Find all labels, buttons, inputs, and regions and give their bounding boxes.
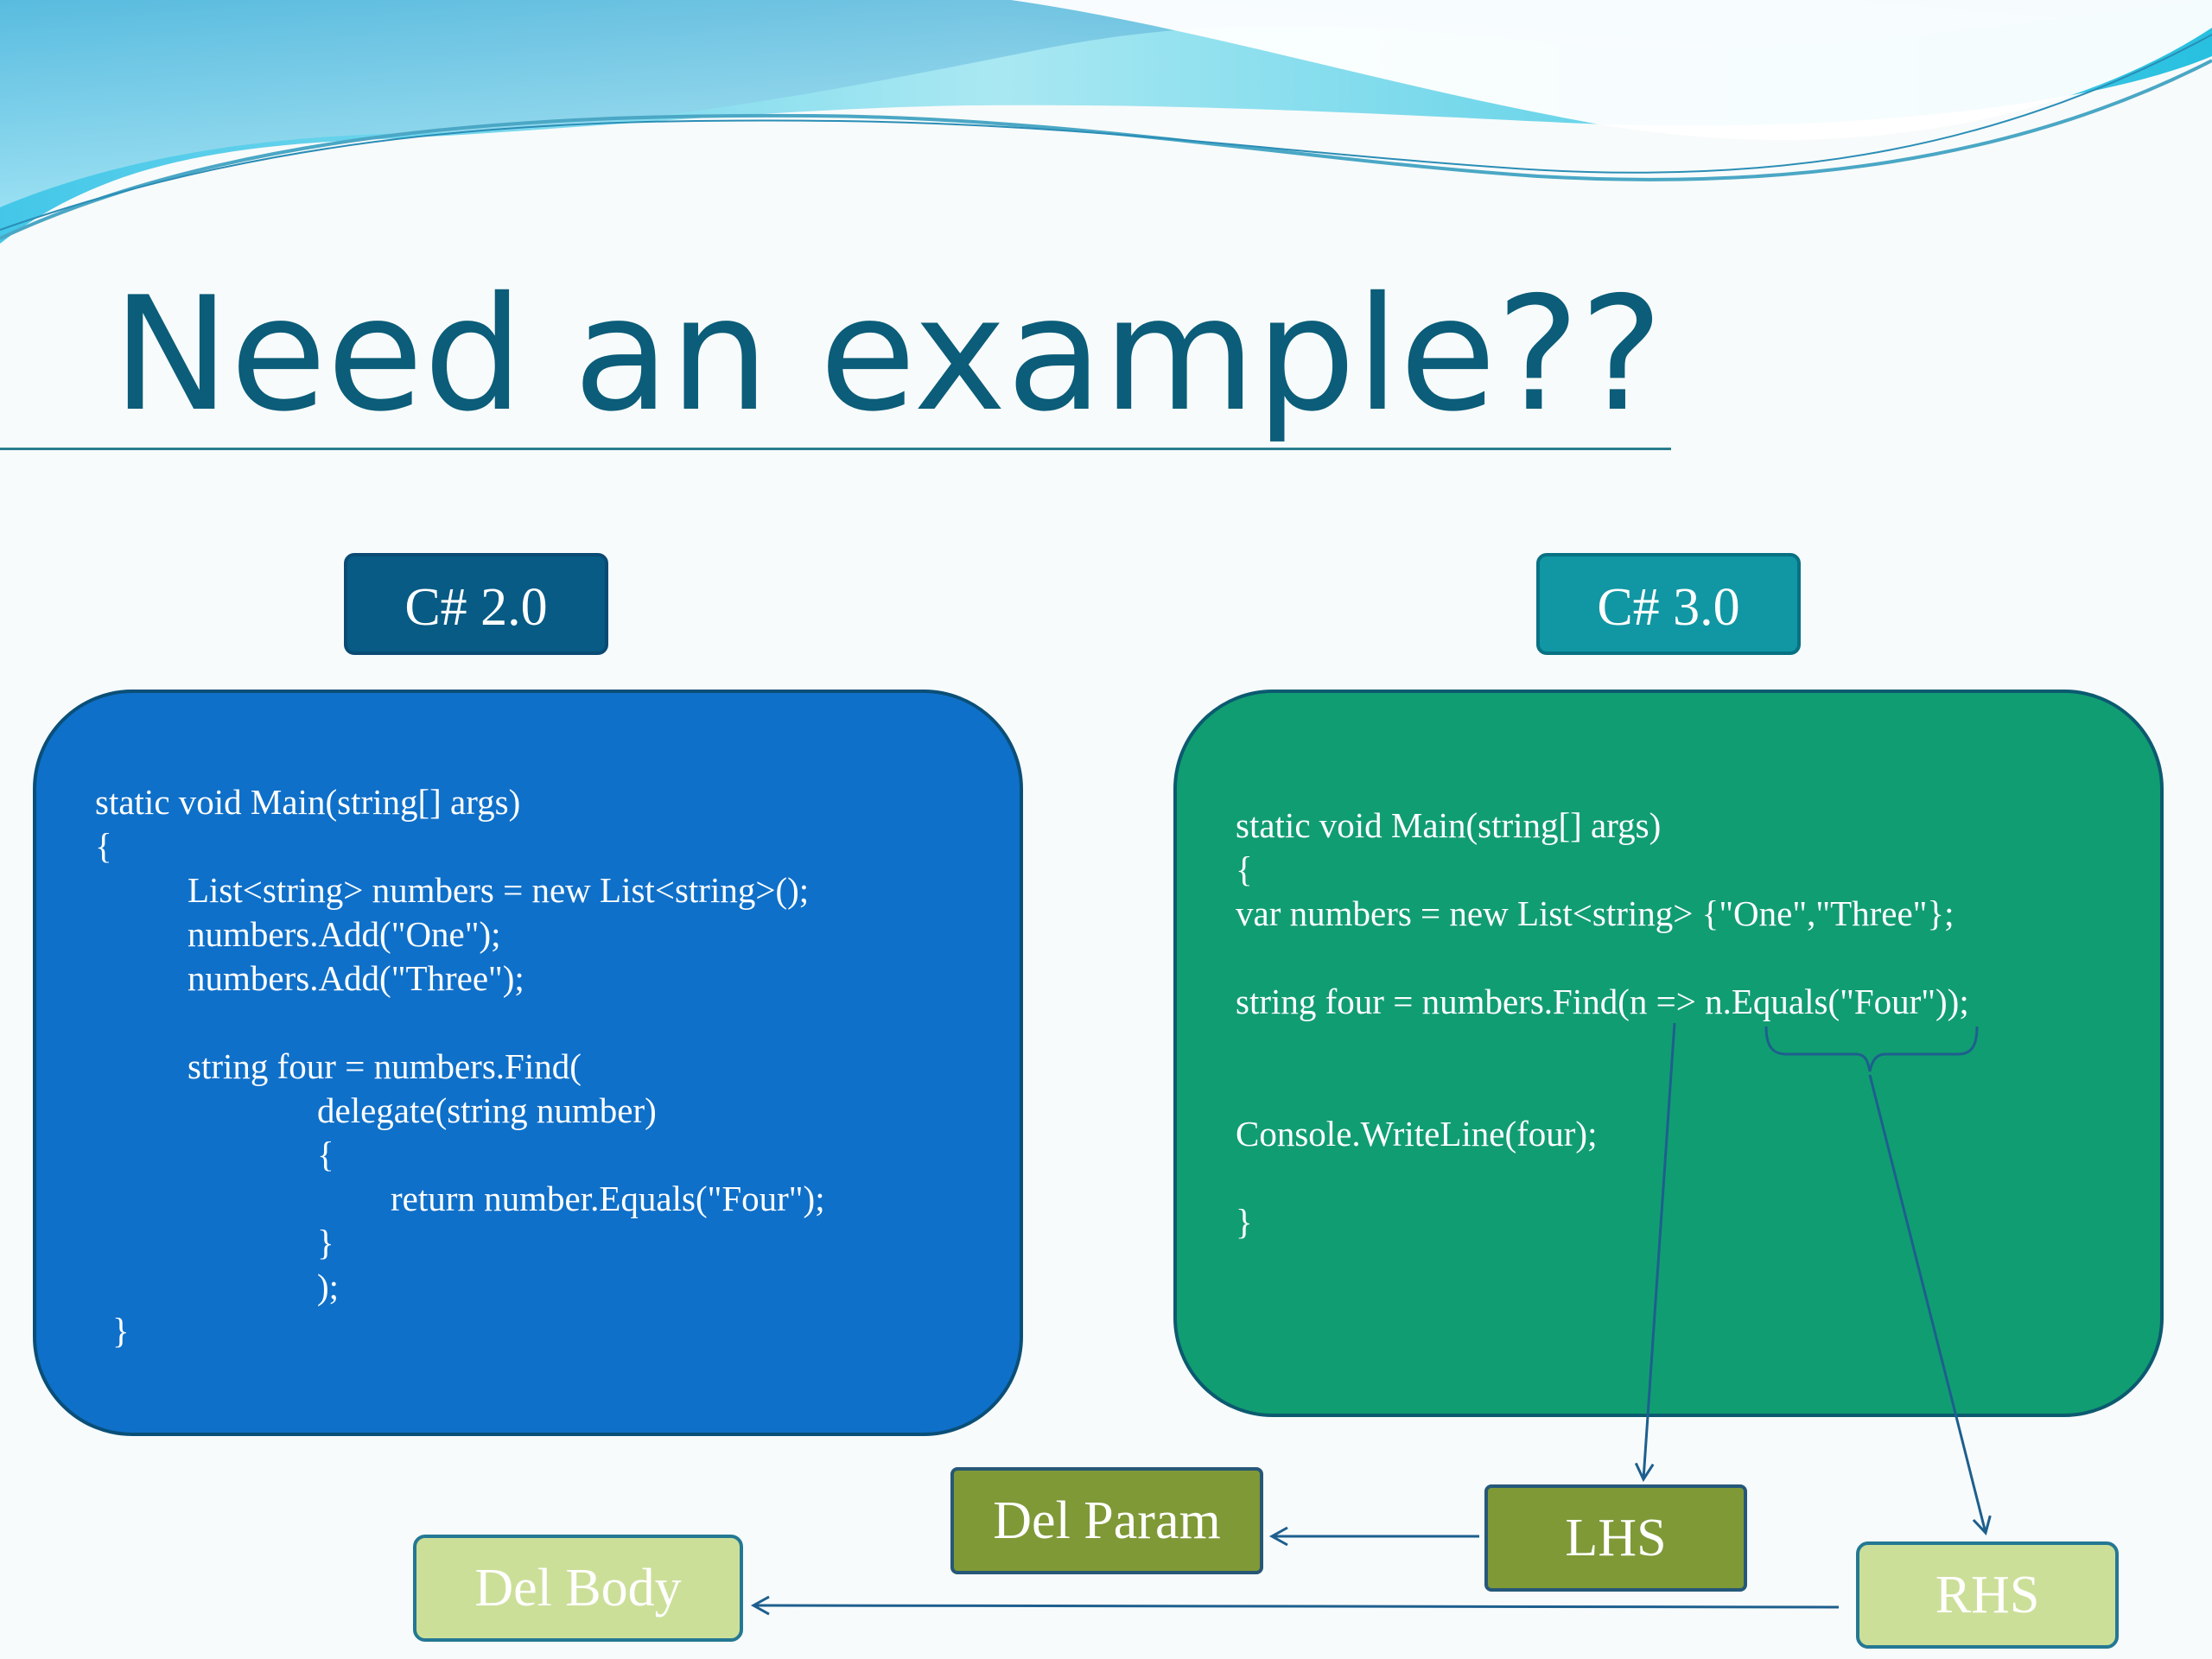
del-param-box: Del Param <box>950 1467 1263 1574</box>
left-code-line-9: return number.Equals("Four"); <box>391 1179 825 1218</box>
rhs-to-del-body-arrow <box>750 1595 1840 1616</box>
rhs-box: RHS <box>1856 1541 2119 1649</box>
csharp-2-label: C# 2.0 <box>344 553 608 655</box>
csharp-2-code-panel: static void Main(string[] args) { List<s… <box>33 690 1023 1436</box>
right-code-line-5: Console.WriteLine(four); <box>1236 1114 1598 1154</box>
slide-title: Need an example?? <box>112 263 1663 446</box>
right-code-line-6: } <box>1236 1202 1253 1242</box>
right-code-line-1: static void Main(string[] args) <box>1236 805 1662 845</box>
top-wave-decoration <box>0 0 2212 244</box>
left-code-line-1: static void Main(string[] args) <box>95 782 521 822</box>
del-body-box: Del Body <box>413 1535 743 1642</box>
right-code-line-2: { <box>1236 849 1253 889</box>
csharp-3-code-panel: static void Main(string[] args) { var nu… <box>1173 690 2164 1417</box>
right-code-line-4: string four = numbers.Find(n => n.Equals… <box>1236 982 1969 1021</box>
left-code-line-12: } <box>112 1311 130 1351</box>
left-code-line-10: } <box>317 1223 334 1262</box>
left-code-line-2: { <box>95 826 112 866</box>
title-underline <box>0 448 1671 450</box>
left-code-line-6: string four = numbers.Find( <box>188 1046 582 1086</box>
left-code-line-3: List<string> numbers = new List<string>(… <box>188 870 810 910</box>
left-code-line-8: { <box>317 1135 334 1174</box>
left-code-line-11: ); <box>317 1267 340 1306</box>
lhs-box: LHS <box>1484 1484 1747 1592</box>
left-code-line-5: numbers.Add("Three"); <box>188 958 524 998</box>
left-code-line-4: numbers.Add("One"); <box>188 914 501 954</box>
left-code-line-7: delegate(string number) <box>317 1090 657 1130</box>
csharp-3-label: C# 3.0 <box>1536 553 1801 655</box>
right-code-line-3: var numbers = new List<string> {"One","T… <box>1236 893 1955 933</box>
